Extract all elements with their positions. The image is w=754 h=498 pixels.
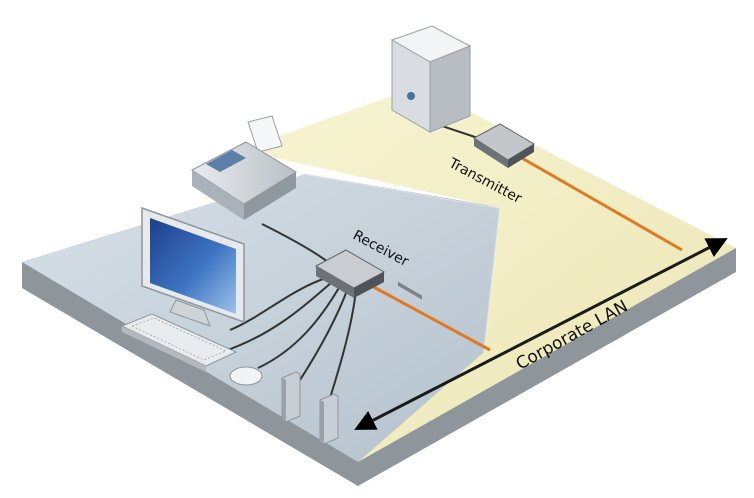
platform [22, 86, 736, 486]
mouse-icon [230, 367, 262, 385]
